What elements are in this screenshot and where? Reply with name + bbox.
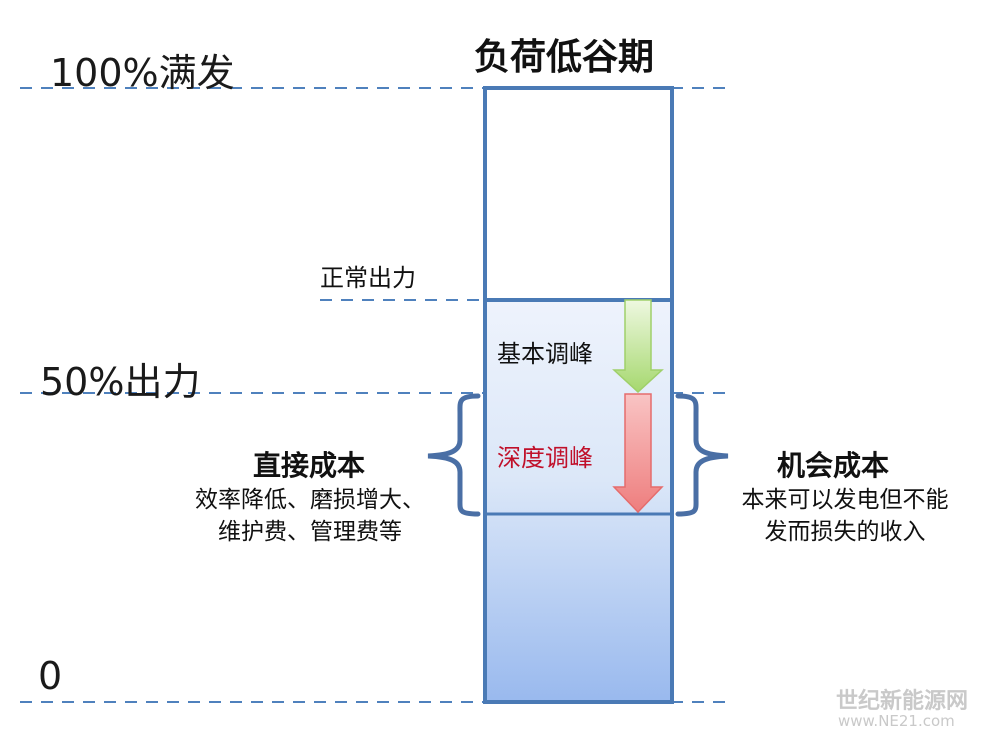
deep-shaving-label: 深度调峰 — [497, 444, 593, 472]
direct-cost-text: 效率降低、磨损增大、 维护费、管理费等 — [170, 484, 450, 548]
opportunity-cost-text: 本来可以发电但不能 发而损失的收入 — [714, 484, 976, 548]
direct-cost-line-2: 维护费、管理费等 — [218, 519, 402, 545]
half-output-label: 50%出力 — [40, 360, 201, 404]
direct-cost-heading: 直接成本 — [253, 449, 366, 482]
zero-output-label: 0 — [38, 654, 63, 698]
opportunity-cost-heading: 机会成本 — [777, 449, 890, 482]
basic-shaving-arrow — [612, 299, 664, 394]
opportunity-cost-line-1: 本来可以发电但不能 — [741, 487, 949, 513]
basic-shaving-label: 基本调峰 — [497, 340, 593, 368]
capacity-bar-upper — [483, 86, 674, 302]
direct-cost-line-1: 效率降低、磨损增大、 — [195, 487, 425, 513]
left-brace — [427, 393, 481, 517]
watermark-title: 世纪新能源网 — [836, 689, 969, 714]
watermark-url: www.NE21.com — [838, 712, 955, 730]
deep-shaving-arrow — [612, 393, 664, 514]
right-brace — [675, 393, 729, 517]
full-output-label: 100%满发 — [50, 51, 235, 95]
normal-output-label: 正常出力 — [320, 264, 416, 292]
opportunity-cost-line-2: 发而损失的收入 — [764, 519, 926, 545]
chart-title: 负荷低谷期 — [474, 37, 655, 78]
